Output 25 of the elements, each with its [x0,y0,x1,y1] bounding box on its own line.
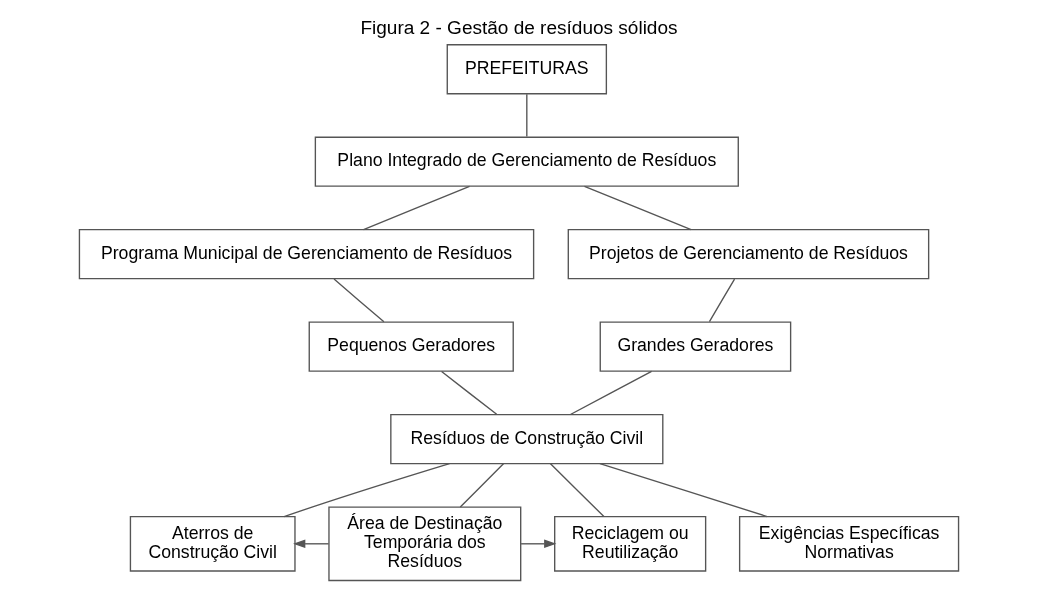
arrow [292,539,329,549]
node-box: Projetos de Gerenciamento de Resíduos [567,229,929,280]
connector [569,370,652,416]
node-box: Aterros de Construção Civil [129,515,296,572]
node-box: Programa Municipal de Gerenciamento de Resíduos [78,229,534,280]
connector [708,278,735,323]
node-box: Resíduos de Construção Civil [389,413,663,465]
node-box: Reciclagem ou Reutilização [553,515,706,572]
connector [549,462,605,518]
node-box: Plano Integrado de Gerenciamento de Resíduos [314,136,739,187]
diagram-title: Figura 2 - Gestão de resíduos sólidos [359,17,678,39]
node-box: Exigências Específicas Normativas [738,515,959,572]
connector [525,93,527,138]
connector [362,185,470,231]
node-box: PREFEITURAS [446,44,607,95]
connector [440,370,497,415]
connector [583,185,692,231]
connector [282,462,450,518]
connector [332,278,385,323]
arrow [519,539,556,549]
node-box: Pequenos Geradores [308,321,514,372]
node-box: Área de Destinação Temporária dos Resíduos [327,506,521,582]
node-box: Grandes Geradores [599,321,791,372]
connector [459,462,504,508]
connector [598,462,768,518]
